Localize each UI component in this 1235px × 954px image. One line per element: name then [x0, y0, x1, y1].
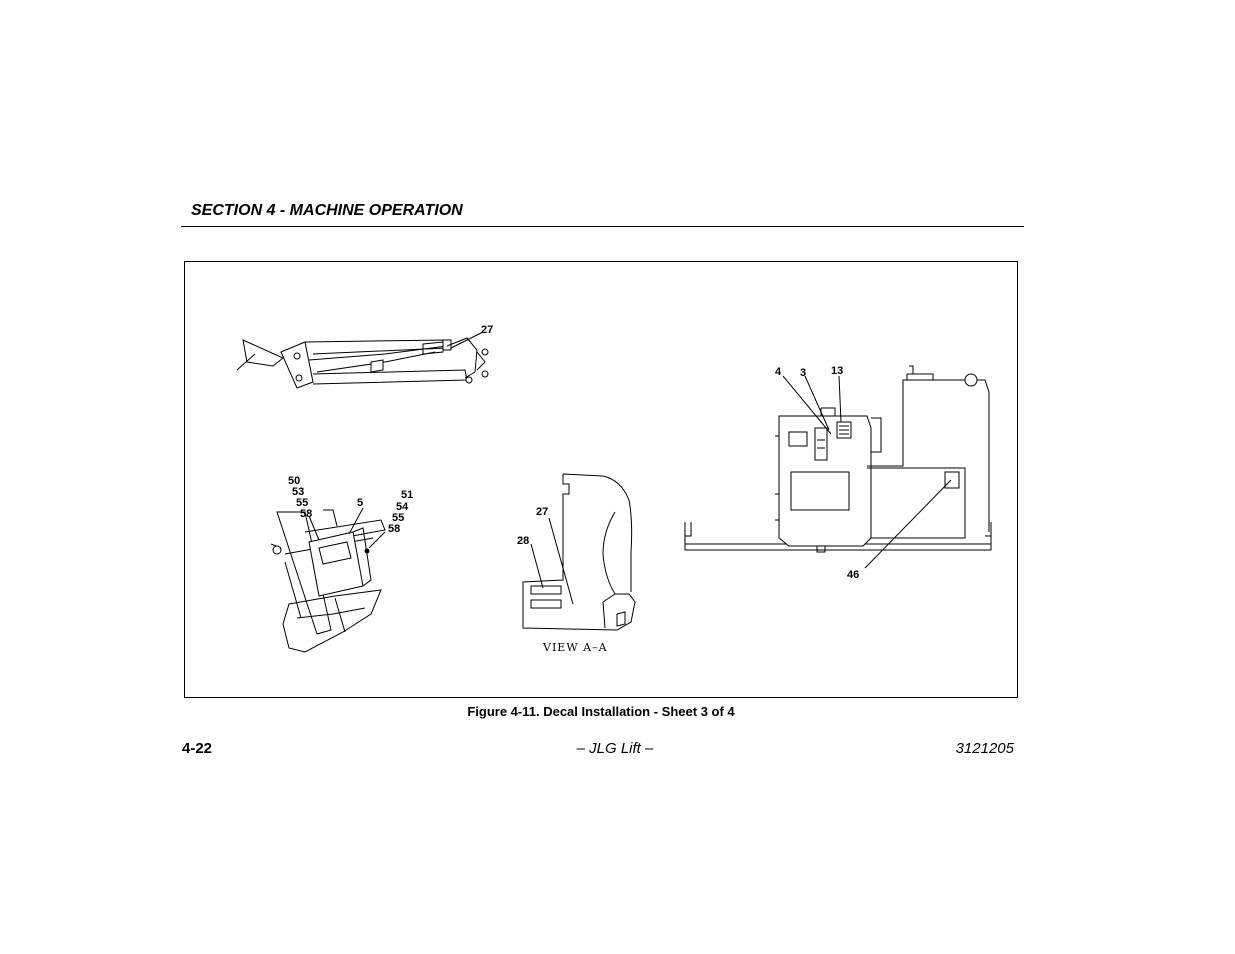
figure-frame: 27 50 53 55 58 5 51 54 55	[184, 261, 1018, 698]
callout-boom-27: 27	[481, 324, 493, 336]
decal-installation-drawing: 27 50 53 55 58 5 51 54 55	[236, 324, 992, 654]
boom-drawing	[236, 331, 489, 389]
callout-58-left: 58	[300, 508, 312, 520]
section-title: SECTION 4 - MACHINE OPERATION	[191, 202, 463, 219]
document-number: 3121205	[955, 740, 1014, 757]
chassis-leaders	[782, 375, 952, 569]
callout-4: 4	[775, 366, 782, 378]
view-aa-drawing	[522, 473, 636, 631]
footer-brand: – JLG Lift –	[576, 740, 654, 757]
callout-51: 51	[401, 489, 413, 501]
page-number: 4-22	[182, 740, 213, 757]
callout-58-right: 58	[388, 523, 400, 535]
callout-28: 28	[517, 535, 529, 547]
callout-3: 3	[800, 367, 806, 379]
manual-holder-leaders	[308, 507, 386, 549]
callout-46: 46	[847, 569, 859, 581]
view-aa-label: VIEW A–A	[542, 641, 608, 654]
callout-54: 54	[396, 501, 409, 513]
view-aa-leaders	[530, 517, 574, 605]
header-divider	[181, 226, 1024, 227]
callout-view-27: 27	[536, 506, 548, 518]
callout-53: 53	[292, 486, 304, 498]
chassis-drawing	[684, 365, 992, 553]
callout-50: 50	[288, 475, 300, 487]
manual-holder-drawing	[270, 509, 386, 653]
callout-5: 5	[357, 497, 363, 509]
callout-13: 13	[831, 365, 843, 377]
callout-55-left: 55	[296, 497, 308, 509]
callout-55-right: 55	[392, 512, 404, 524]
figure-caption: Figure 4-11. Decal Installation - Sheet …	[467, 704, 735, 719]
